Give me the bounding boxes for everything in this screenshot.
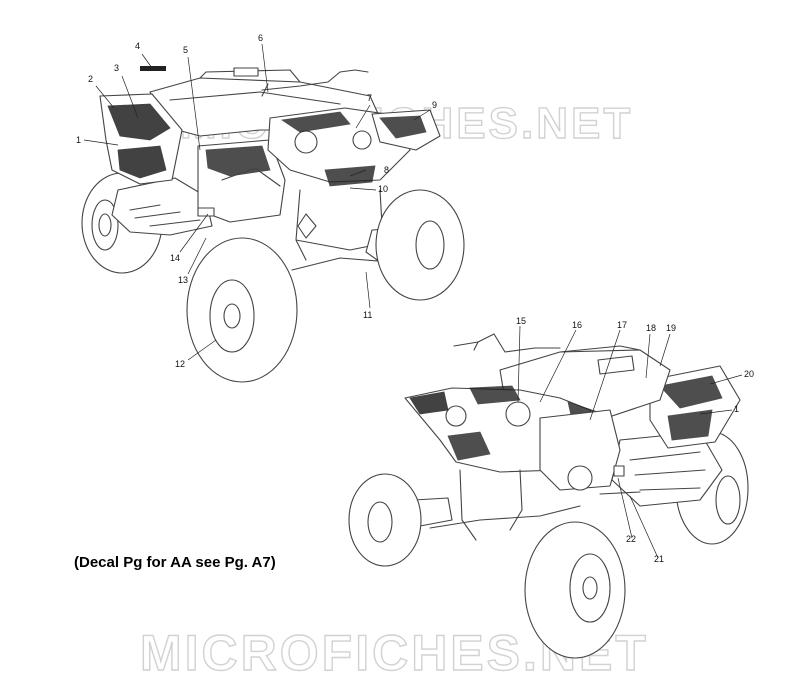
callout-6: 6 (258, 33, 263, 43)
front-wheel-left (186, 237, 298, 383)
callout-1b: 1 (734, 404, 739, 414)
callouts-bottom: 15 16 17 18 19 20 1 21 22 (516, 316, 754, 564)
callout-7: 7 (367, 93, 372, 103)
callout-19: 19 (666, 323, 676, 333)
handlebars-front-view (453, 333, 561, 353)
front-wheel-near-right (524, 521, 626, 659)
callout-8: 8 (384, 165, 389, 175)
rear-fender (111, 177, 213, 236)
side-panel-front-view (539, 409, 625, 491)
callout-21: 21 (654, 554, 664, 564)
callout-4: 4 (135, 41, 140, 51)
decal-4-strip (140, 66, 166, 71)
callout-11: 11 (363, 310, 372, 320)
callout-2: 2 (88, 74, 93, 84)
callout-1: 1 (76, 135, 81, 145)
callout-9: 9 (432, 100, 437, 110)
callout-leaders-bottom (517, 325, 743, 559)
callout-20: 20 (744, 369, 754, 379)
front-wheel-near-left (348, 473, 422, 567)
tail-decal (99, 93, 183, 185)
callout-15: 15 (516, 316, 526, 326)
decal-page-note: (Decal Pg for AA see Pg. A7) (74, 554, 276, 571)
callout-17: 17 (617, 320, 627, 330)
callout-12: 12 (175, 359, 185, 369)
callout-16: 16 (572, 320, 582, 330)
callout-22: 22 (626, 534, 636, 544)
callout-5: 5 (183, 45, 188, 55)
side-panel (197, 139, 286, 223)
rear-fender-front-view (611, 365, 741, 507)
front-hood (267, 107, 441, 187)
callout-14: 14 (170, 253, 180, 263)
atv-front-view (348, 333, 749, 659)
callout-13: 13 (178, 275, 188, 285)
callout-18: 18 (646, 323, 656, 333)
callouts-top: 1 2 3 4 5 6 7 8 9 10 11 12 13 14 (76, 33, 437, 369)
rear-wheel-right (221, 167, 281, 187)
atv-rear-view (81, 67, 465, 383)
front-wheel-right (375, 189, 465, 301)
front-suspension-front-view (413, 469, 641, 541)
callout-leaders-top (83, 43, 431, 361)
callout-3: 3 (114, 63, 119, 73)
callout-10: 10 (378, 184, 388, 194)
